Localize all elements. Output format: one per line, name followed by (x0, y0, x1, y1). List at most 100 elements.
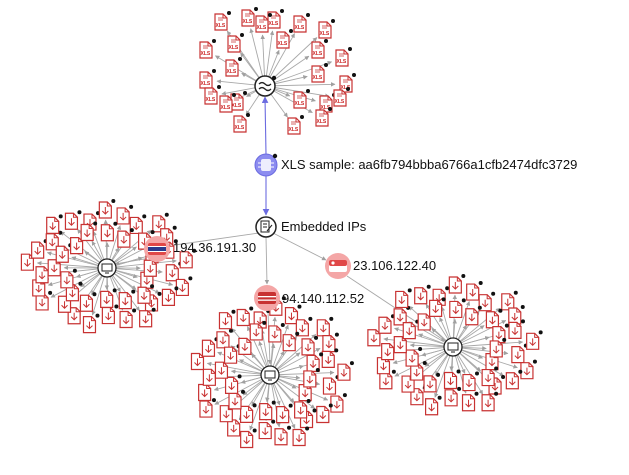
xls-file-icon[interactable]: XLS (199, 39, 216, 59)
download-file-icon[interactable] (481, 391, 499, 412)
download-file-icon[interactable] (274, 425, 292, 446)
xls-file-icon[interactable]: XLS (255, 13, 272, 33)
xls-file-icon[interactable]: XLS (214, 11, 231, 31)
download-file-icon[interactable] (276, 403, 293, 424)
xls-file-icon[interactable]: XLS (293, 13, 310, 33)
download-file-icon[interactable] (489, 337, 507, 358)
download-file-icon[interactable] (462, 371, 479, 392)
embedded-ips-node[interactable] (255, 216, 277, 238)
xls-file-icon[interactable]: XLS (199, 69, 216, 89)
download-file-icon[interactable] (152, 212, 169, 233)
xls-file-icon[interactable]: XLS (267, 9, 284, 29)
xls-file-icon[interactable]: XLS (311, 63, 328, 83)
download-file-icon[interactable] (116, 204, 134, 225)
download-file-icon[interactable] (393, 305, 411, 326)
download-file-icon[interactable] (292, 426, 310, 447)
ip-node-3[interactable] (325, 253, 351, 279)
download-file-icon[interactable] (461, 391, 479, 412)
xls-file-icon[interactable]: XLS (204, 85, 221, 105)
download-file-icon[interactable] (179, 248, 197, 269)
download-file-icon[interactable] (508, 319, 525, 339)
download-file-icon[interactable] (322, 332, 339, 353)
download-file-icon[interactable] (165, 261, 183, 282)
xls-file-icon[interactable]: XLS (318, 19, 335, 39)
sample-node[interactable] (254, 153, 278, 177)
download-file-icon[interactable] (47, 256, 65, 277)
download-file-icon[interactable] (218, 309, 236, 330)
download-file-icon[interactable] (224, 374, 242, 394)
download-file-icon[interactable] (526, 330, 543, 350)
download-file-icon[interactable] (449, 298, 466, 319)
download-file-icon[interactable] (82, 313, 100, 334)
download-file-icon[interactable] (337, 361, 354, 381)
xls-file-icon[interactable]: XLS (227, 33, 244, 53)
download-file-icon[interactable] (465, 305, 482, 326)
download-file-icon[interactable] (214, 359, 232, 379)
download-file-icon[interactable] (100, 221, 118, 242)
download-file-icon[interactable] (395, 288, 412, 309)
xls-file-icon[interactable]: XLS (225, 57, 242, 77)
download-file-icon[interactable] (316, 403, 333, 424)
xls-file-icon[interactable]: XLS (335, 47, 352, 67)
download-file-icon[interactable] (55, 243, 73, 263)
download-file-icon[interactable] (60, 268, 77, 289)
download-file-icon[interactable] (402, 319, 420, 340)
download-file-icon[interactable] (303, 367, 320, 388)
download-file-icon[interactable] (64, 210, 82, 230)
xls-file-icon[interactable]: XLS (219, 93, 236, 113)
ip-hub-2[interactable] (260, 365, 280, 385)
ip-hub-3[interactable] (443, 337, 463, 357)
download-file-icon[interactable] (508, 304, 525, 325)
xls-file-icon[interactable]: XLS (293, 89, 310, 109)
download-file-icon[interactable] (306, 352, 324, 372)
download-file-icon[interactable] (424, 395, 442, 416)
ip-hub-1[interactable] (97, 258, 117, 278)
download-file-icon[interactable] (31, 239, 48, 259)
download-file-icon[interactable] (520, 359, 537, 380)
download-file-icon[interactable] (118, 289, 136, 310)
ip-node-1[interactable] (144, 236, 170, 262)
download-file-icon[interactable] (282, 331, 300, 352)
download-file-icon[interactable] (492, 323, 509, 344)
download-file-icon[interactable] (405, 347, 423, 367)
download-file-icon[interactable] (501, 290, 518, 311)
download-file-icon[interactable] (414, 284, 431, 305)
download-file-icon[interactable] (511, 343, 528, 364)
xls-file-icon[interactable]: XLS (333, 87, 350, 107)
download-file-icon[interactable] (443, 369, 461, 390)
download-file-icon[interactable] (139, 307, 156, 328)
download-file-icon[interactable] (316, 316, 334, 337)
download-file-icon[interactable] (137, 284, 155, 304)
download-file-icon[interactable] (284, 304, 302, 325)
download-file-icon[interactable] (378, 314, 395, 334)
download-file-icon[interactable] (481, 366, 499, 387)
xls-file-icon[interactable]: XLS (241, 7, 258, 27)
download-file-icon[interactable] (98, 199, 116, 219)
download-file-icon[interactable] (161, 286, 179, 306)
download-file-icon[interactable] (201, 337, 219, 357)
ip-node-2[interactable] (254, 285, 280, 311)
xls-file-icon[interactable]: XLS (287, 115, 304, 135)
download-file-icon[interactable] (294, 398, 311, 419)
download-file-icon[interactable] (239, 403, 257, 423)
download-file-icon[interactable] (485, 308, 503, 329)
download-file-icon[interactable] (321, 348, 339, 369)
xls-file-icon[interactable]: XLS (311, 39, 328, 59)
download-file-icon[interactable] (301, 335, 319, 356)
download-file-icon[interactable] (322, 375, 340, 395)
download-file-icon[interactable] (429, 297, 446, 317)
download-file-icon[interactable] (175, 276, 193, 297)
download-file-icon[interactable] (240, 428, 257, 449)
download-file-icon[interactable] (249, 320, 267, 341)
download-file-icon[interactable] (505, 369, 523, 390)
download-file-icon[interactable] (258, 419, 276, 440)
download-file-icon[interactable] (236, 306, 254, 327)
download-file-icon[interactable] (216, 328, 233, 349)
download-file-icon[interactable] (466, 281, 483, 301)
download-file-icon[interactable] (223, 344, 241, 364)
xls-file-icon[interactable]: XLS (230, 91, 247, 111)
xls-file-icon[interactable]: XLS (233, 113, 250, 133)
download-file-icon[interactable] (117, 228, 134, 248)
download-file-icon[interactable] (79, 292, 97, 312)
download-file-icon[interactable] (330, 393, 347, 413)
